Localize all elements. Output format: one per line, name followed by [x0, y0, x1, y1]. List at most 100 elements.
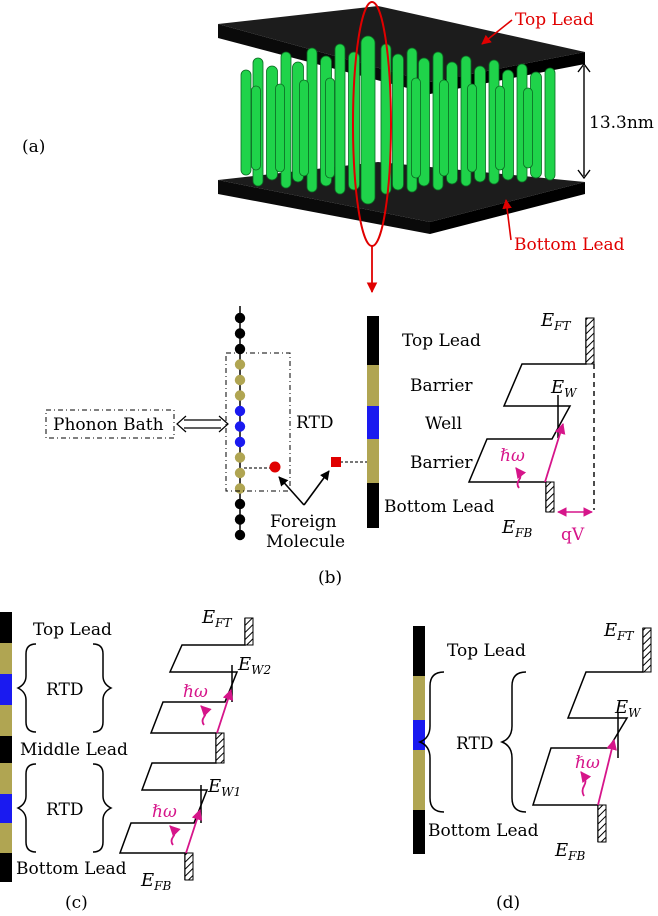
nanopillar	[240, 69, 252, 176]
foreign-label-1: Foreign	[270, 512, 337, 532]
rtd-label: RTD	[296, 413, 333, 433]
nanopillar	[299, 79, 309, 177]
chain-atom-barrier	[234, 467, 246, 479]
panel-d-label: (d)	[496, 893, 520, 913]
band-diagram-d	[531, 628, 644, 842]
chain-atom-lead	[234, 328, 246, 339]
d-rtd-label: RTD	[456, 734, 493, 754]
c-rtd-lower-label: RTD	[46, 800, 83, 820]
foreign-pointer-right	[303, 470, 330, 506]
d-eft-label: EFT	[603, 620, 634, 643]
chain-atom-lead	[234, 514, 246, 525]
foreign-molecule-square	[331, 457, 341, 467]
atomic-chain	[234, 312, 246, 541]
chain-atom-barrier	[234, 359, 246, 370]
c-hw-lower-label: ℏω	[152, 802, 177, 822]
c-lower-brace-left	[16, 763, 37, 853]
d-top-fermi-hatch	[642, 627, 652, 673]
nanopillar	[467, 83, 477, 173]
bottom-lead-label: Bottom Lead	[514, 235, 625, 255]
foreign-pointer-left	[278, 476, 305, 506]
coupling-double-arrow	[176, 415, 229, 433]
layer-stack-c	[0, 612, 12, 882]
panel-c-label: (c)	[65, 893, 88, 913]
chain-atom-barrier	[234, 483, 246, 494]
chain-atom-lead	[234, 529, 246, 541]
band-diagram-c	[118, 618, 246, 880]
c-upper-brace-left	[16, 643, 37, 733]
top-fermi-hatch	[585, 317, 595, 365]
c-eft-label: EFT	[201, 607, 232, 630]
c-efb-label: EFB	[140, 870, 171, 893]
phonon-bath-box	[45, 409, 175, 439]
layer-label-barrier-lower: Barrier	[410, 453, 473, 473]
d-photon-arrow	[597, 738, 617, 806]
panel-c: Top Lead RTD Middle Lead RTD Bottom Lead…	[0, 607, 271, 913]
d-ew-label: EW	[614, 697, 642, 720]
c-middle-lead-label: Middle Lead	[20, 740, 128, 760]
foreign-molecule-circle	[269, 461, 281, 473]
qv-label: qV	[561, 525, 585, 545]
panel-a: (a) Top Lead Bottom Lead 13.3nm	[22, 1, 654, 294]
nanopillar	[251, 85, 261, 171]
nanopillar	[334, 43, 346, 195]
layer-stack-b	[367, 316, 379, 528]
bottom-plate-edge-left	[218, 180, 430, 234]
c-photon-arrow-lower	[185, 808, 203, 854]
panel-b: RTD Phonon Bath Foreign Molecule Top Lea…	[45, 306, 595, 588]
top-lead-label: Top Lead	[515, 10, 594, 30]
rtd-box	[225, 352, 291, 492]
c-bottom-fermi-hatch	[184, 852, 194, 881]
nanopillar	[544, 67, 556, 181]
c-lower-brace-right	[92, 763, 113, 853]
layer-label-bottom-lead: Bottom Lead	[384, 497, 495, 517]
c-upper-brace-right	[92, 643, 113, 733]
panel-d: Top Lead RTD Bottom Lead EFT EW ℏω EFB (…	[413, 620, 652, 913]
layer-stack-d	[413, 626, 425, 854]
d-efb-label: EFB	[554, 840, 585, 863]
d-brace-left	[417, 671, 445, 813]
c-phonon-squiggle-upper	[200, 705, 212, 726]
c-ew1-label: EW1	[207, 776, 241, 799]
d-bottom-fermi-hatch	[597, 804, 607, 843]
nanopillar	[360, 35, 376, 205]
nanopillar	[325, 77, 335, 179]
c-top-fermi-hatch	[244, 617, 254, 646]
c-hw-upper-label: ℏω	[183, 682, 208, 702]
c-rtd-upper-label: RTD	[46, 680, 83, 700]
nanopillar	[495, 85, 505, 171]
top-lead-pointer	[481, 19, 513, 45]
panel-a-label: (a)	[22, 137, 45, 157]
d-brace-right	[499, 671, 527, 813]
c-phonon-squiggle-lower	[169, 825, 181, 846]
ewell-label: EW	[550, 377, 578, 400]
phonon-squiggle	[515, 467, 527, 489]
band-diagram-b	[467, 318, 587, 512]
bottom-fermi-hatch	[545, 481, 555, 513]
height-label: 13.3nm	[589, 113, 654, 133]
nanopillar	[523, 87, 533, 169]
chain-atom-well	[234, 421, 246, 432]
d-phonon-squiggle	[580, 771, 592, 797]
photon-transition-arrow	[544, 422, 566, 483]
layer-label-barrier-upper: Barrier	[410, 376, 473, 396]
chain-atom-well	[234, 405, 246, 417]
c-photon-arrow-upper	[216, 688, 234, 734]
d-top-lead-label: Top Lead	[447, 641, 526, 661]
c-ew2-label: EW2	[237, 654, 271, 677]
nanopillar	[439, 79, 449, 177]
bottom-lead-pointer	[502, 199, 512, 241]
chain-atom-barrier	[234, 390, 246, 401]
panel-b-label: (b)	[318, 568, 342, 588]
efermi-top-label: EFT	[540, 310, 571, 333]
nanopillar	[411, 77, 421, 179]
nanopillar	[275, 83, 285, 173]
d-hw-label: ℏω	[575, 753, 600, 773]
chain-atom-lead	[234, 498, 246, 510]
nanopillar-array	[240, 35, 556, 205]
layer-label-top-lead: Top Lead	[402, 331, 481, 351]
chain-atom-lead	[234, 312, 246, 324]
foreign-label-2: Molecule	[266, 532, 345, 552]
c-middle-fermi-hatch	[215, 732, 225, 764]
